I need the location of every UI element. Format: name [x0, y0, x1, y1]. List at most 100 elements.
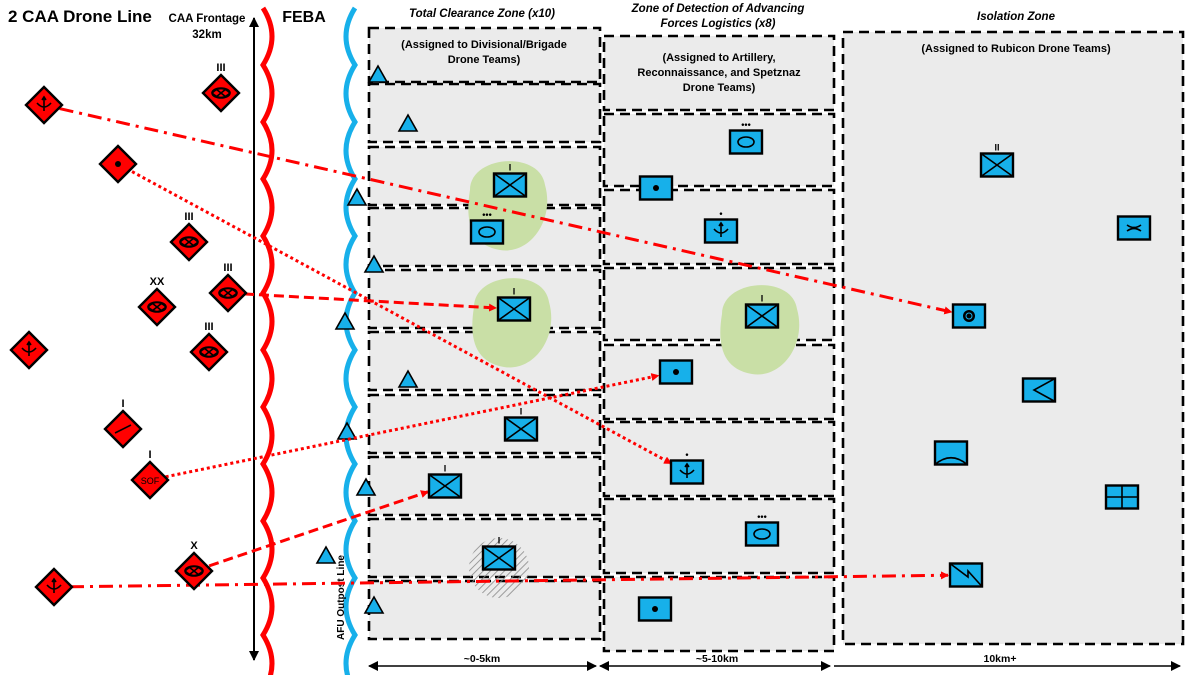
friendly-unit-bridge[interactable] — [1116, 215, 1152, 241]
friendly-unit-ellipse[interactable]: ••• — [728, 120, 764, 155]
range-label: ~0-5km — [464, 653, 500, 665]
unit-type-label: SOF — [141, 476, 160, 486]
friendly-unit-grid[interactable] — [1104, 484, 1140, 510]
friendly-unit-infantry[interactable]: I — [427, 464, 463, 499]
zone-sector — [602, 497, 836, 575]
friendly-unit-wheel[interactable] — [951, 303, 987, 329]
infantry-cross-icon — [745, 303, 779, 329]
echelon-label: III — [223, 262, 232, 274]
recon-arc-icon — [179, 236, 199, 248]
echelon-label: ••• — [757, 512, 766, 522]
friendly-unit-signal[interactable] — [948, 562, 984, 588]
echelon-label: II — [994, 143, 999, 153]
ellipse-icon — [753, 528, 771, 540]
friendly-unit-infantry[interactable]: I — [496, 287, 532, 322]
arc-icon — [934, 456, 968, 466]
enemy-unit-dot[interactable] — [98, 144, 138, 184]
echelon-label: I — [148, 449, 151, 461]
afu-outposts — [315, 64, 419, 614]
enemy-unit-recon-drone[interactable]: III — [208, 262, 248, 313]
friendly-unit-infantry[interactable]: I — [492, 163, 528, 198]
infantry-cross-icon — [493, 172, 527, 198]
friendly-unit-ellipse[interactable]: ••• — [469, 210, 505, 245]
infantry-cross-icon — [482, 545, 516, 571]
echelon-label: X — [190, 540, 198, 552]
enemy-unit-slash[interactable]: I — [103, 398, 143, 449]
enemy-unit-recon-drone[interactable]: XX — [137, 276, 177, 327]
friendly-unit-dot[interactable] — [637, 596, 673, 622]
friendly-unit-infantry[interactable]: I — [744, 294, 780, 329]
friendly-unit-uav[interactable]: • — [669, 450, 705, 485]
zone-sector — [367, 26, 602, 84]
zone-assignment-line3: Drone Teams) — [683, 82, 756, 94]
enemy-unit-recon-drone[interactable]: III — [169, 211, 209, 262]
strike-line-dash-dot — [59, 107, 953, 315]
uav-icon — [679, 462, 695, 478]
outpost-triangle-icon — [363, 254, 385, 273]
zone-title: Total Clearance Zone (x10) — [409, 8, 555, 20]
friendly-frame-icon — [744, 521, 780, 547]
echelon-label: I — [498, 536, 501, 546]
outpost-triangle-icon — [334, 311, 356, 330]
slash-icon — [114, 424, 132, 434]
echelon-label: III — [204, 321, 213, 333]
dot-icon — [653, 185, 659, 191]
range-label: ~5-10km — [696, 653, 738, 665]
outpost-triangle-icon — [397, 369, 419, 388]
outpost-triangle-icon — [336, 421, 358, 440]
signal-icon — [949, 562, 983, 588]
uav-icon — [713, 221, 729, 237]
zone-sector — [367, 455, 602, 517]
zone-title: Isolation Zone — [977, 11, 1056, 23]
recon-arc-icon — [211, 87, 231, 99]
echelon-label: ••• — [482, 210, 491, 220]
echelon-label: I — [509, 163, 512, 173]
infantry-cross-icon — [428, 473, 462, 499]
wheel-icon — [963, 310, 975, 322]
friendly-unit-infantry[interactable]: I — [481, 536, 517, 571]
echelon-label: I — [444, 464, 447, 474]
friendly-unit-infantry[interactable]: II — [979, 143, 1015, 178]
afu-outpost-line-label: AFU Outpost Line — [336, 555, 347, 640]
friendly-unit-dot[interactable] — [638, 175, 674, 201]
zone-assignment-line1: (Assigned to Rubicon Drone Teams) — [921, 43, 1111, 55]
range-label: 10km+ — [984, 653, 1017, 665]
outpost-triangle-icon — [355, 477, 377, 496]
bridge-icon — [1126, 224, 1142, 232]
friendly-unit-infantry[interactable]: I — [503, 407, 539, 442]
friendly-frame-icon — [728, 129, 764, 155]
enemy-unit-recon-drone[interactable]: III — [189, 321, 229, 372]
ellipse-icon — [737, 136, 755, 148]
diagram-title: 2 CAA Drone Line — [8, 7, 152, 26]
outpost-triangle-icon — [346, 187, 368, 206]
zone-sector — [841, 30, 1185, 646]
friendly-frame-icon — [1021, 377, 1057, 403]
enemy-unit-recon-drone[interactable]: X — [174, 540, 214, 591]
friendly-unit-uav[interactable]: • — [703, 209, 739, 244]
dot-icon — [652, 606, 658, 612]
enemy-unit-recon-drone[interactable]: III — [201, 62, 241, 113]
friendly-unit-dot[interactable] — [658, 359, 694, 385]
scalloped-line — [343, 6, 358, 675]
dot-icon — [115, 161, 121, 167]
enemy-unit-uav[interactable] — [24, 85, 64, 125]
dot-icon — [673, 369, 679, 375]
friendly-unit-wedge[interactable] — [1021, 377, 1057, 403]
enemy-unit-uav[interactable] — [34, 567, 74, 607]
zone-sector — [367, 82, 602, 144]
feba-label: FEBA — [282, 9, 326, 26]
vegetation-area — [720, 285, 800, 375]
echelon-label: ••• — [741, 120, 750, 130]
enemy-unit-sof[interactable]: SOF I — [130, 449, 170, 500]
echelon-label: III — [184, 211, 193, 223]
vegetation-area — [472, 278, 552, 368]
zone-assignment-line1: (Assigned to Artillery, — [662, 52, 775, 64]
friendly-unit-ellipse[interactable]: ••• — [744, 512, 780, 547]
zone-sector — [367, 393, 602, 455]
friendly-unit-arc[interactable] — [933, 440, 969, 466]
enemy-unit-uav[interactable] — [9, 330, 49, 370]
zone-title-line1: Zone of Detection of Advancing — [631, 3, 805, 15]
ellipse-icon — [478, 226, 496, 238]
